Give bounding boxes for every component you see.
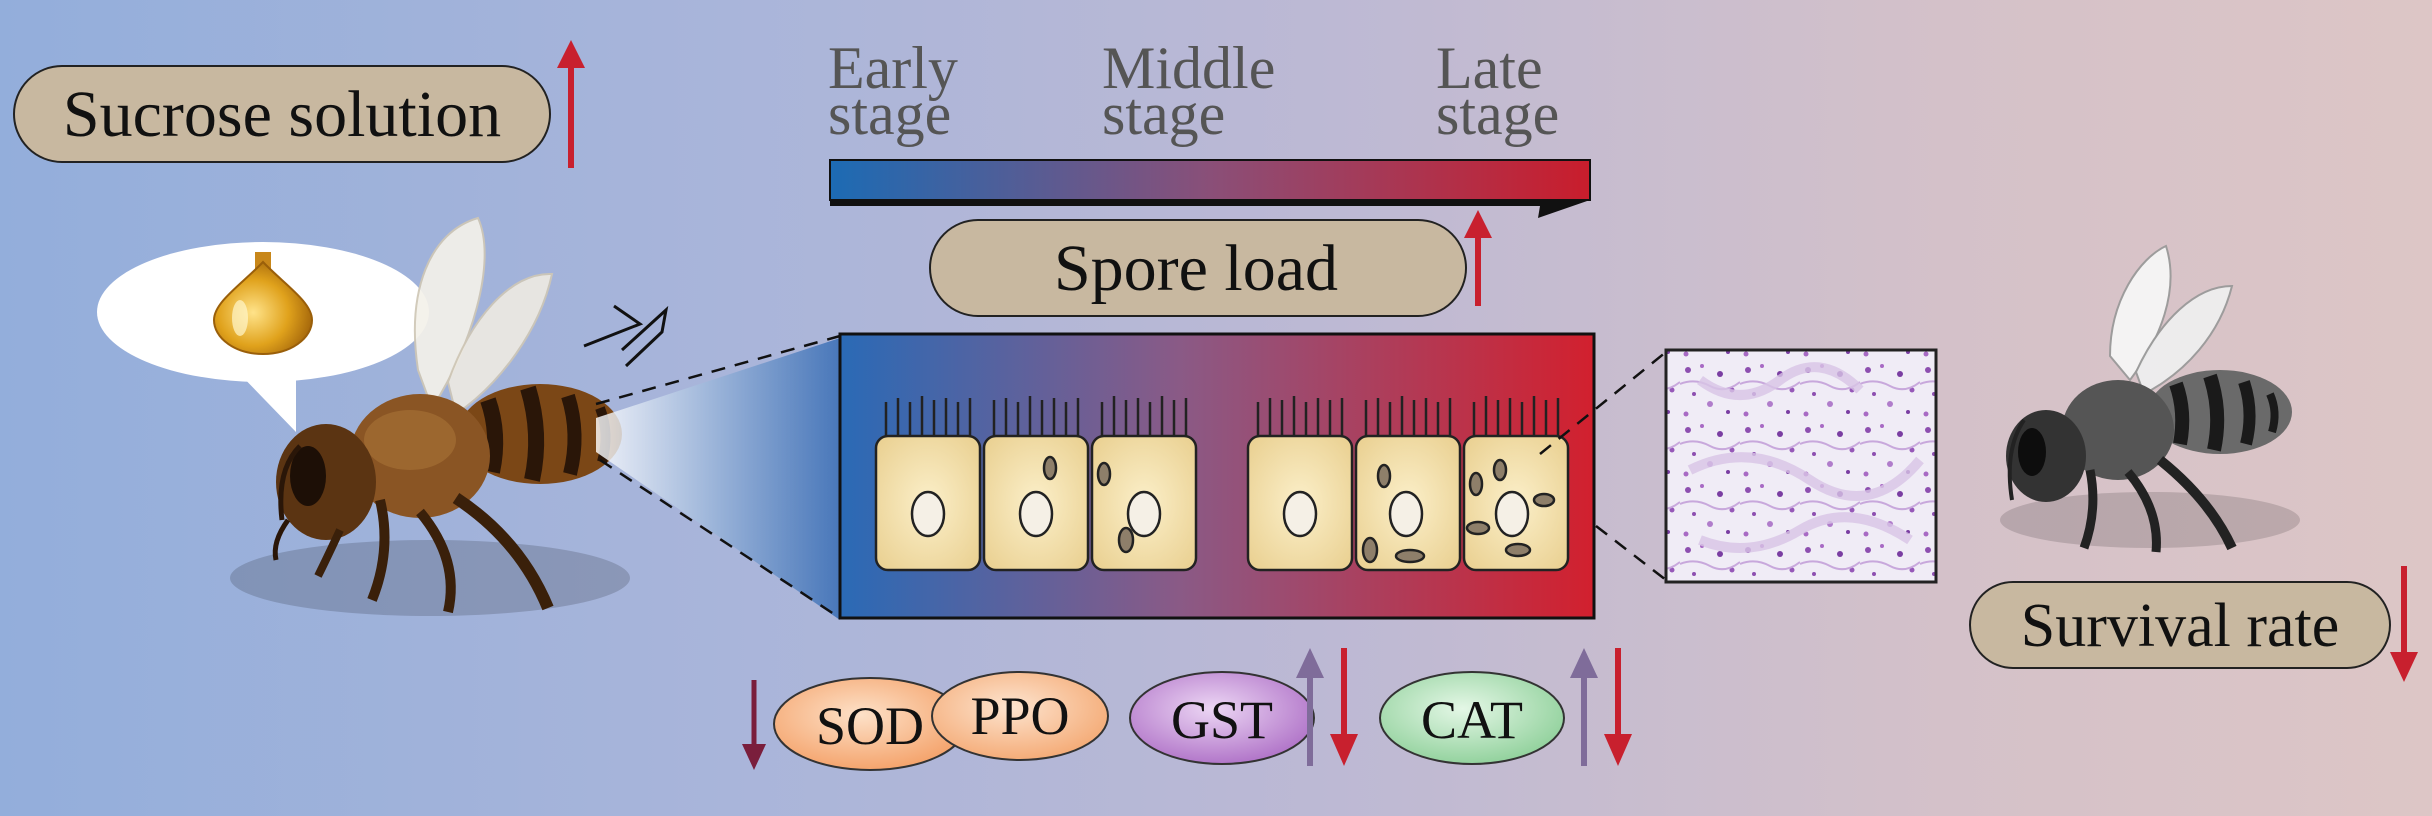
gst-text: GST <box>1171 690 1273 750</box>
middle-label-2: stage <box>1102 81 1225 147</box>
sod-down-arrow-icon <box>742 680 766 770</box>
early-label-2: stage <box>828 81 951 147</box>
sucrose-solution-label: Sucrose solution <box>13 65 551 163</box>
survival-text: Survival rate <box>2021 592 2340 660</box>
sod-text: SOD <box>816 696 924 756</box>
cat-down-arrow-icon <box>1604 648 1632 766</box>
epithelial-cell-5 <box>1354 396 1462 572</box>
honey-drop-icon <box>212 252 314 355</box>
gst-enzyme: GST <box>1129 671 1315 765</box>
zoom-beam <box>596 338 840 620</box>
survival-down-arrow-icon <box>2390 566 2418 682</box>
sod-enzyme: SOD <box>773 677 967 771</box>
spore-load-up-arrow-icon <box>1464 210 1492 306</box>
cat-enzyme: CAT <box>1379 671 1565 765</box>
stage-labels: Early stage Middle stage Late stage <box>828 35 1559 147</box>
early-label-1: Early <box>828 35 958 101</box>
bee-healthy-icon <box>230 216 630 616</box>
lightning-icon <box>583 304 669 368</box>
cat-text: CAT <box>1421 690 1523 750</box>
late-label-1: Late <box>1436 35 1543 101</box>
survival-rate-label: Survival rate <box>1969 581 2391 669</box>
epithelial-cell-2 <box>982 396 1090 572</box>
infection-stage-bar <box>829 159 1591 218</box>
gst-down-arrow-icon <box>1330 648 1358 766</box>
epithelial-cells <box>874 396 1570 572</box>
epithelial-cell-1 <box>874 396 982 572</box>
middle-label-1: Middle <box>1102 35 1275 101</box>
sucrose-up-arrow-icon <box>557 40 585 168</box>
bee-infected-icon <box>2000 244 2300 553</box>
zoom-micrograph-lines <box>1539 351 1667 581</box>
ppo-enzyme: PPO <box>931 671 1109 761</box>
epithelial-cell-6 <box>1462 396 1570 572</box>
spore-load-label: Spore load <box>929 219 1467 317</box>
sucrose-text: Sucrose solution <box>63 78 501 151</box>
cat-up-arrow-icon <box>1570 648 1598 766</box>
ppo-text: PPO <box>970 686 1069 746</box>
late-label-2: stage <box>1436 81 1559 147</box>
zoom-guide-lines <box>595 334 841 620</box>
gst-up-arrow-icon <box>1296 648 1324 766</box>
tissue-micrograph-icon <box>1664 348 1938 584</box>
epithelial-cell-3 <box>1090 396 1198 572</box>
epithelial-cell-4 <box>1246 396 1354 572</box>
spore-load-text: Spore load <box>1054 232 1338 305</box>
